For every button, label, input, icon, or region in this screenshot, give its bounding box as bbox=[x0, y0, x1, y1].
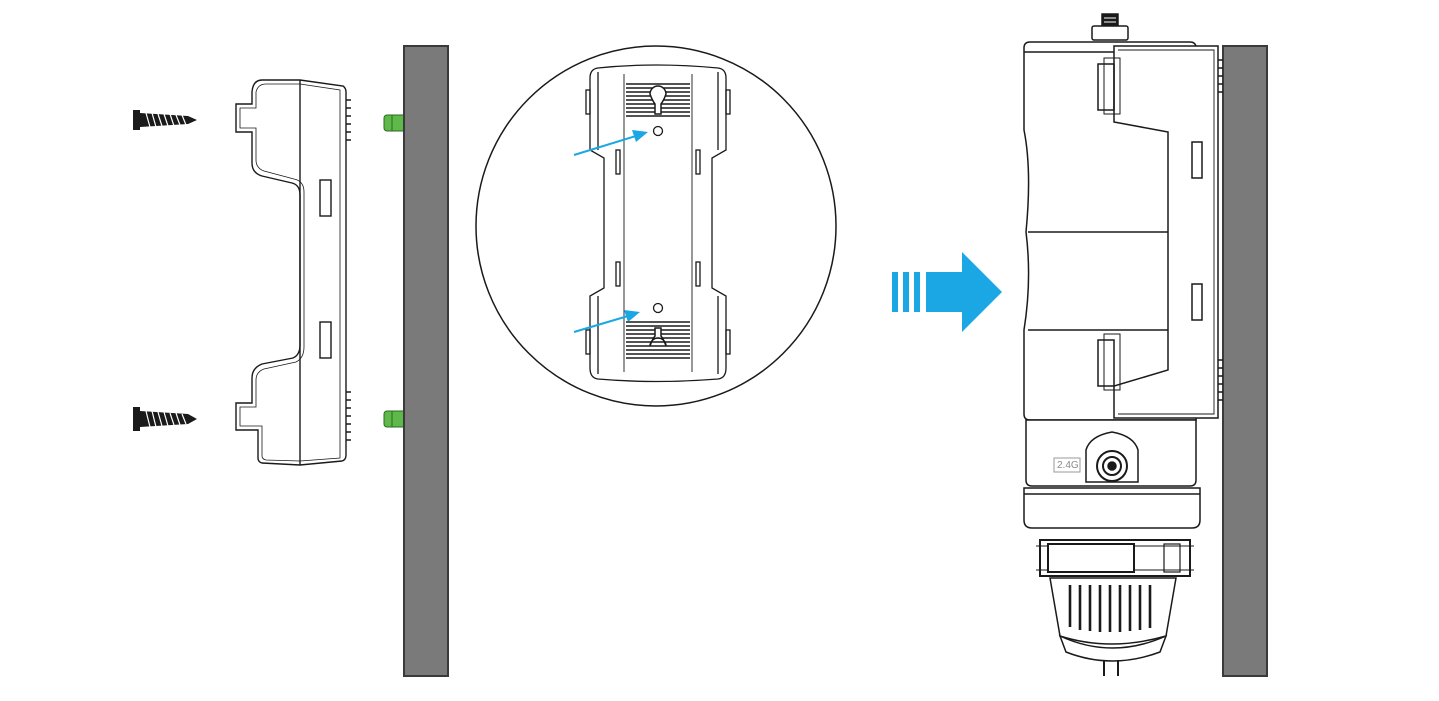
wall bbox=[1222, 45, 1268, 677]
wall-anchor-icon bbox=[383, 114, 407, 132]
band-label: 2.4G bbox=[1057, 460, 1079, 471]
screw-icon bbox=[133, 407, 197, 431]
direction-arrow-icon bbox=[892, 252, 1002, 332]
mounting-bracket-side bbox=[235, 79, 351, 466]
mounting-bracket-front bbox=[585, 64, 731, 383]
access-point-device bbox=[1023, 13, 1223, 676]
left-step bbox=[133, 45, 449, 677]
screw-icon bbox=[133, 110, 197, 130]
wall-anchor-icon bbox=[383, 410, 407, 428]
right-step: 2.4G bbox=[1023, 13, 1268, 677]
callout-arrow-icon bbox=[573, 310, 640, 333]
bracket-detail-callout bbox=[475, 45, 837, 407]
wall bbox=[403, 45, 449, 677]
callout-arrow-icon bbox=[573, 130, 648, 156]
